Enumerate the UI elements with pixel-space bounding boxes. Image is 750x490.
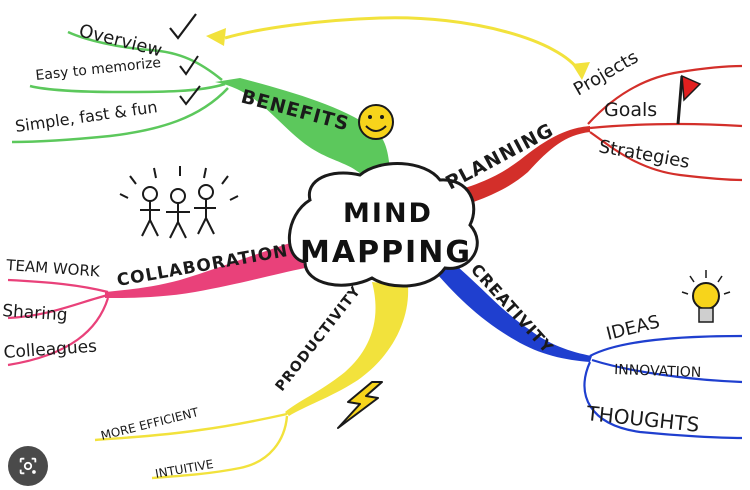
benefits-item-simple: Simple, fast & fun	[14, 97, 159, 136]
feedback-arrow	[224, 16, 582, 73]
planning-item-strategies: Strategies	[597, 136, 691, 173]
arrowhead-down	[572, 62, 590, 80]
smiley-icon	[358, 104, 394, 140]
collaboration-item-teamwork: TEAM WORK	[5, 256, 102, 281]
planning-branch	[440, 126, 590, 212]
collaboration-item-sharing: Sharing	[2, 301, 69, 326]
flag-icon	[676, 74, 702, 125]
creativity-item-innovation: INNOVATION	[614, 362, 702, 381]
benefits-item-memorize: Easy to memorize	[35, 55, 162, 84]
productivity-item-efficient: MORE EFFICIENT	[99, 405, 200, 443]
check-icon	[179, 85, 201, 106]
productivity-sublines	[94, 412, 289, 480]
collaboration-branch	[105, 240, 305, 298]
benefits-branch	[215, 78, 392, 185]
lens-search-button[interactable]	[8, 446, 48, 486]
check-icon	[179, 55, 199, 76]
lightning-icon	[337, 381, 383, 429]
productivity-branch	[285, 282, 409, 416]
lens-search-icon	[19, 457, 37, 475]
planning-item-goals: Goals	[604, 99, 657, 121]
collaboration-item-colleagues: Colleagues	[3, 337, 98, 363]
check-icon	[169, 13, 197, 40]
center-title-line2: MAPPING	[300, 235, 472, 270]
creativity-branch	[432, 262, 592, 362]
collaboration-sublines	[7, 278, 110, 367]
planning-sublines	[587, 64, 743, 182]
productivity-item-intuitive: INTUITIVE	[154, 457, 214, 481]
lightbulb-icon	[681, 270, 731, 323]
creativity-sublines	[583, 334, 743, 440]
stick-figures-icon	[119, 166, 239, 239]
arrowhead-left	[206, 28, 226, 46]
benefits-sublines	[11, 30, 229, 144]
center-title-line1: MIND	[343, 198, 433, 229]
center-cloud	[288, 162, 479, 288]
